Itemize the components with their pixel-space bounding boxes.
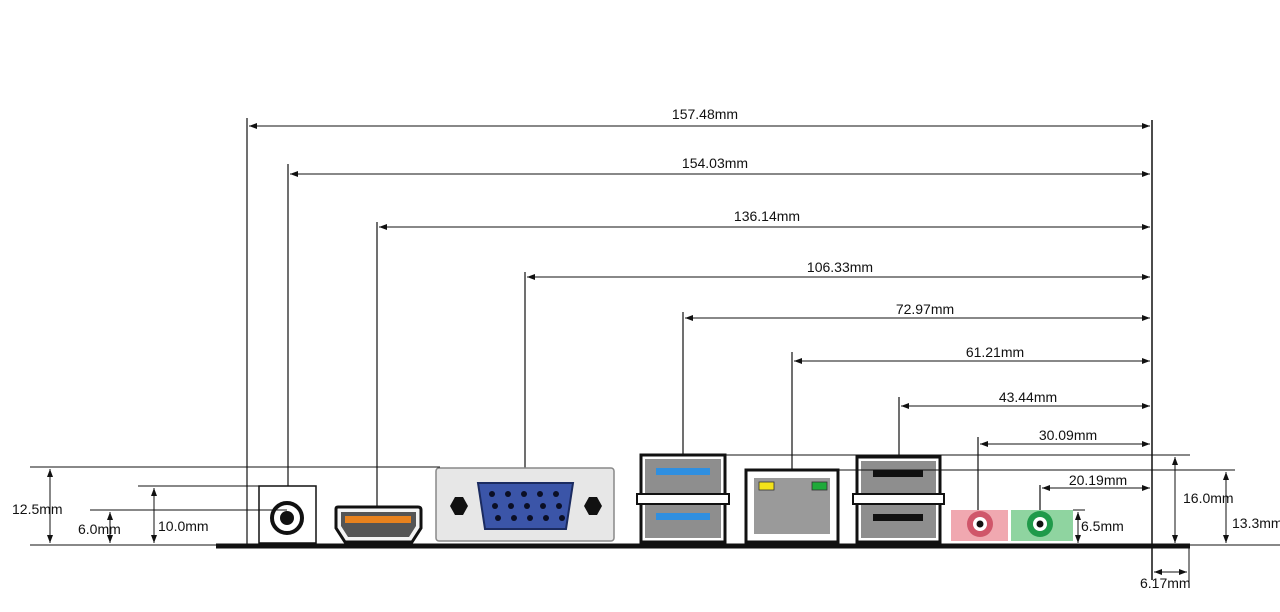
- dimension-label: 43.44mm: [999, 389, 1057, 405]
- dimension-label: 16.0mm: [1183, 490, 1234, 506]
- usb2-tongue-bottom: [873, 514, 923, 521]
- vga-pins: [489, 491, 565, 521]
- dimension-label: 10.0mm: [158, 518, 209, 534]
- dimension-label: 6.5mm: [1081, 518, 1124, 534]
- dimension-label: 6.17mm: [1140, 575, 1191, 591]
- dimension-label: 12.5mm: [12, 501, 63, 517]
- dimension-154: 154.03mm: [287, 155, 1150, 515]
- hdmi-accent: [345, 516, 411, 523]
- dimension-43: 43.44mm: [898, 389, 1150, 498]
- led-green: [811, 481, 828, 491]
- rj45-port: [744, 468, 840, 544]
- audio-jack-pink: [951, 510, 1008, 541]
- hdmi-port: [334, 505, 423, 544]
- usb2-tongue-top: [873, 470, 923, 477]
- right-dimension-13-3: 13.3mm: [838, 469, 1280, 543]
- right-dimension-6-5: 6.5mm: [1073, 509, 1124, 543]
- dc-jack: [258, 485, 317, 544]
- vga-port: [435, 467, 615, 542]
- dimension-label: 106.33mm: [807, 259, 873, 275]
- left-dimension-12-5: 12.5mm: [12, 466, 440, 543]
- dimension-157: 157.48mm: [246, 106, 1150, 545]
- usb3-stack: [636, 453, 730, 544]
- vga-screw-left: [450, 497, 468, 515]
- right-dimension-16-0: 16.0mm: [640, 454, 1234, 543]
- left-dimension-10-0: 10.0mm: [138, 485, 259, 543]
- audio-jack-green: [1011, 510, 1073, 541]
- usb2-stack: [852, 455, 945, 544]
- dimension-30: 30.09mm: [977, 427, 1150, 522]
- led-yellow: [758, 481, 775, 491]
- dimension-label: 20.19mm: [1069, 472, 1127, 488]
- dimension-label: 30.09mm: [1039, 427, 1097, 443]
- dimension-label: 13.3mm: [1232, 515, 1280, 531]
- dimension-label: 154.03mm: [682, 155, 748, 171]
- bottom-dimension-6-17: 6.17mm: [1140, 548, 1191, 591]
- dimension-label: 136.14mm: [734, 208, 800, 224]
- dimension-61: 61.21mm: [791, 344, 1150, 506]
- dimension-label: 72.97mm: [896, 301, 954, 317]
- dimension-label: 157.48mm: [672, 106, 738, 122]
- dimension-106: 106.33mm: [524, 259, 1150, 500]
- vga-screw-right: [584, 497, 602, 515]
- dimension-label: 6.0mm: [78, 521, 121, 537]
- dimension-136: 136.14mm: [376, 208, 1150, 518]
- usb3-tongue-top: [656, 468, 710, 475]
- dimension-label: 61.21mm: [966, 344, 1024, 360]
- left-dimension-6-0: 6.0mm: [78, 512, 121, 543]
- usb3-tongue-bottom: [656, 513, 710, 520]
